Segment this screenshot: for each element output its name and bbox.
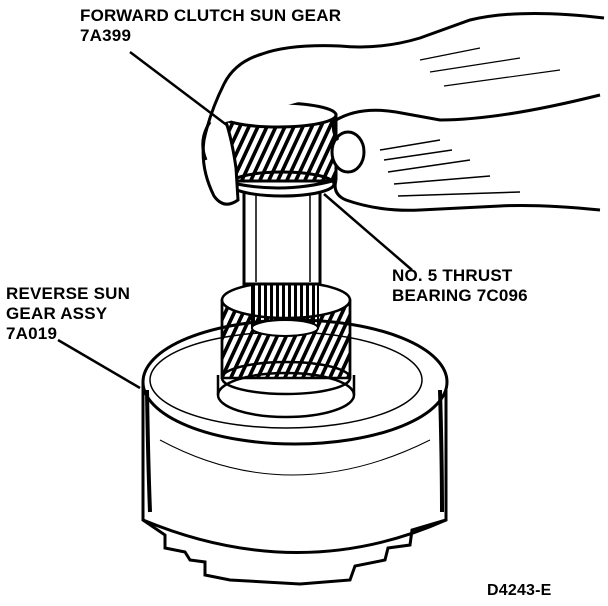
leader-forward-clutch [129,51,229,127]
reverse-sun-label-line3: 7A019 [6,324,58,343]
figure-id: D4243-E [487,582,552,599]
sun-gear-shaft [242,186,322,286]
reverse-sun-label-line2: GEAR ASSY [6,304,108,323]
forward-clutch-label-line1: FORWARD CLUTCH SUN GEAR [80,6,342,25]
leader-thrust-bearing [323,193,413,271]
leader-lines [57,51,413,390]
forward-clutch-sun-gear-label: FORWARD CLUTCH SUN GEAR 7A399 [80,6,341,46]
forward-clutch-label-line2: 7A399 [80,26,132,45]
leader-reverse-sun [57,338,141,390]
thrust-bearing-label-line1: NO. 5 THRUST [392,266,513,285]
splined-bore [251,281,319,337]
reverse-sun-gear-label: REVERSE SUN GEAR ASSY 7A019 [6,284,130,344]
hand-illustration [201,11,605,212]
reverse-sun-label-line1: REVERSE SUN [6,284,131,303]
thrust-bearing-label-line2: BEARING 7C096 [392,286,528,305]
thrust-bearing-label: NO. 5 THRUST BEARING 7C096 [392,266,528,306]
